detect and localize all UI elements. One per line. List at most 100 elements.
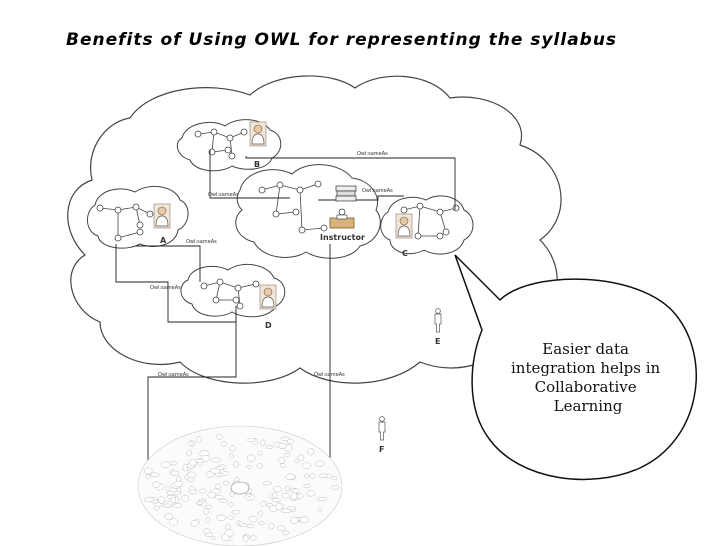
teacher-at-desk-icon bbox=[329, 208, 355, 229]
graph-node bbox=[282, 530, 290, 536]
graph-hub-node bbox=[230, 481, 250, 495]
person-icon bbox=[395, 213, 413, 239]
graph-node bbox=[173, 503, 183, 508]
graph-node bbox=[205, 517, 211, 523]
link-label: Owl:sameAs bbox=[357, 151, 388, 157]
graph-node bbox=[166, 491, 176, 495]
graph-node bbox=[173, 480, 184, 488]
graph-node bbox=[207, 491, 216, 498]
cloud-c bbox=[380, 195, 474, 255]
graph-node bbox=[164, 513, 173, 520]
graph-node bbox=[272, 486, 282, 493]
graph-node bbox=[280, 436, 290, 441]
graph-node bbox=[303, 484, 311, 488]
graph-node bbox=[260, 501, 267, 507]
graph-node bbox=[165, 486, 171, 491]
link-label: Owl:sameAs bbox=[186, 239, 217, 245]
callout-text: Easier data integration helps in Collabo… bbox=[511, 340, 665, 415]
graph-node bbox=[203, 508, 209, 516]
graph-node bbox=[283, 453, 291, 458]
person-icon bbox=[259, 284, 277, 310]
graph-node bbox=[300, 516, 310, 524]
graph-node bbox=[256, 463, 263, 469]
graph-node bbox=[222, 480, 230, 486]
graph-node bbox=[262, 481, 272, 486]
graph-node bbox=[242, 535, 249, 542]
graph-node bbox=[246, 465, 252, 469]
graph-node bbox=[278, 456, 285, 464]
graph-node bbox=[169, 518, 179, 526]
graph-node bbox=[158, 496, 165, 504]
callout-line: Easier data bbox=[542, 340, 629, 358]
graph-node bbox=[211, 536, 216, 540]
graph-node bbox=[325, 473, 332, 478]
graph-node bbox=[225, 523, 231, 530]
person-icon bbox=[153, 203, 171, 229]
graph-node bbox=[162, 503, 172, 508]
graph-node bbox=[330, 485, 340, 490]
linked-data-cloud-graph bbox=[137, 425, 343, 546]
graph-node bbox=[249, 535, 257, 541]
graph-node bbox=[206, 504, 213, 509]
graph-node bbox=[316, 496, 328, 501]
callout-line: Collaborative bbox=[535, 378, 637, 396]
graph-node bbox=[186, 449, 193, 457]
graph-node bbox=[174, 490, 181, 495]
link-label: Owl:sameAs bbox=[362, 188, 393, 194]
graph-node bbox=[297, 454, 305, 462]
graph-node bbox=[216, 433, 223, 440]
graph-node bbox=[210, 467, 221, 474]
graph-node bbox=[281, 492, 290, 499]
callout-line: Learning bbox=[554, 397, 623, 415]
graph-node bbox=[258, 521, 265, 525]
graph-node bbox=[246, 493, 252, 497]
graph-node bbox=[258, 510, 263, 517]
graph-node bbox=[215, 494, 223, 500]
graph-node bbox=[187, 477, 194, 482]
link-label: Owl:sameAs bbox=[158, 372, 189, 378]
graph-node bbox=[229, 453, 234, 459]
graph-node bbox=[265, 445, 274, 449]
node-label-a: A bbox=[160, 236, 167, 245]
graph-node bbox=[170, 496, 176, 504]
graph-node bbox=[188, 489, 198, 495]
graph-node bbox=[277, 442, 287, 449]
person-icon bbox=[249, 121, 267, 147]
cloud-a bbox=[87, 185, 189, 249]
graph-node bbox=[152, 481, 161, 488]
graph-node bbox=[280, 463, 286, 468]
graph-node bbox=[199, 488, 207, 494]
graph-node bbox=[203, 528, 211, 534]
graph-node bbox=[287, 506, 297, 510]
graph-node bbox=[291, 488, 300, 494]
graph-node bbox=[238, 521, 244, 526]
graph-node bbox=[269, 505, 278, 512]
graph-node bbox=[229, 445, 236, 452]
graph-node bbox=[307, 448, 315, 456]
node-label-e: E bbox=[435, 337, 440, 346]
graph-node bbox=[194, 458, 205, 463]
graph-node bbox=[257, 451, 263, 456]
graph-node bbox=[170, 470, 180, 476]
graph-node bbox=[268, 522, 275, 530]
graph-node bbox=[306, 490, 316, 497]
graph-node bbox=[309, 473, 316, 479]
graph-node bbox=[181, 494, 189, 502]
graph-node bbox=[215, 483, 222, 490]
graph-node bbox=[196, 436, 202, 443]
instructor-label: Instructor bbox=[320, 233, 365, 242]
graph-node bbox=[231, 510, 241, 515]
graph-node bbox=[143, 497, 154, 503]
graph-node bbox=[216, 514, 226, 521]
graph-node bbox=[246, 524, 255, 529]
graph-node bbox=[304, 473, 309, 479]
graph-node bbox=[317, 507, 323, 512]
graph-node bbox=[331, 476, 338, 481]
graph-node bbox=[247, 438, 256, 443]
graph-node bbox=[272, 492, 278, 499]
link-label: Owl:sameAs bbox=[150, 285, 181, 291]
node-label-f: F bbox=[379, 445, 384, 454]
callout-line: integration helps in bbox=[511, 359, 661, 377]
graph-node bbox=[228, 502, 234, 507]
